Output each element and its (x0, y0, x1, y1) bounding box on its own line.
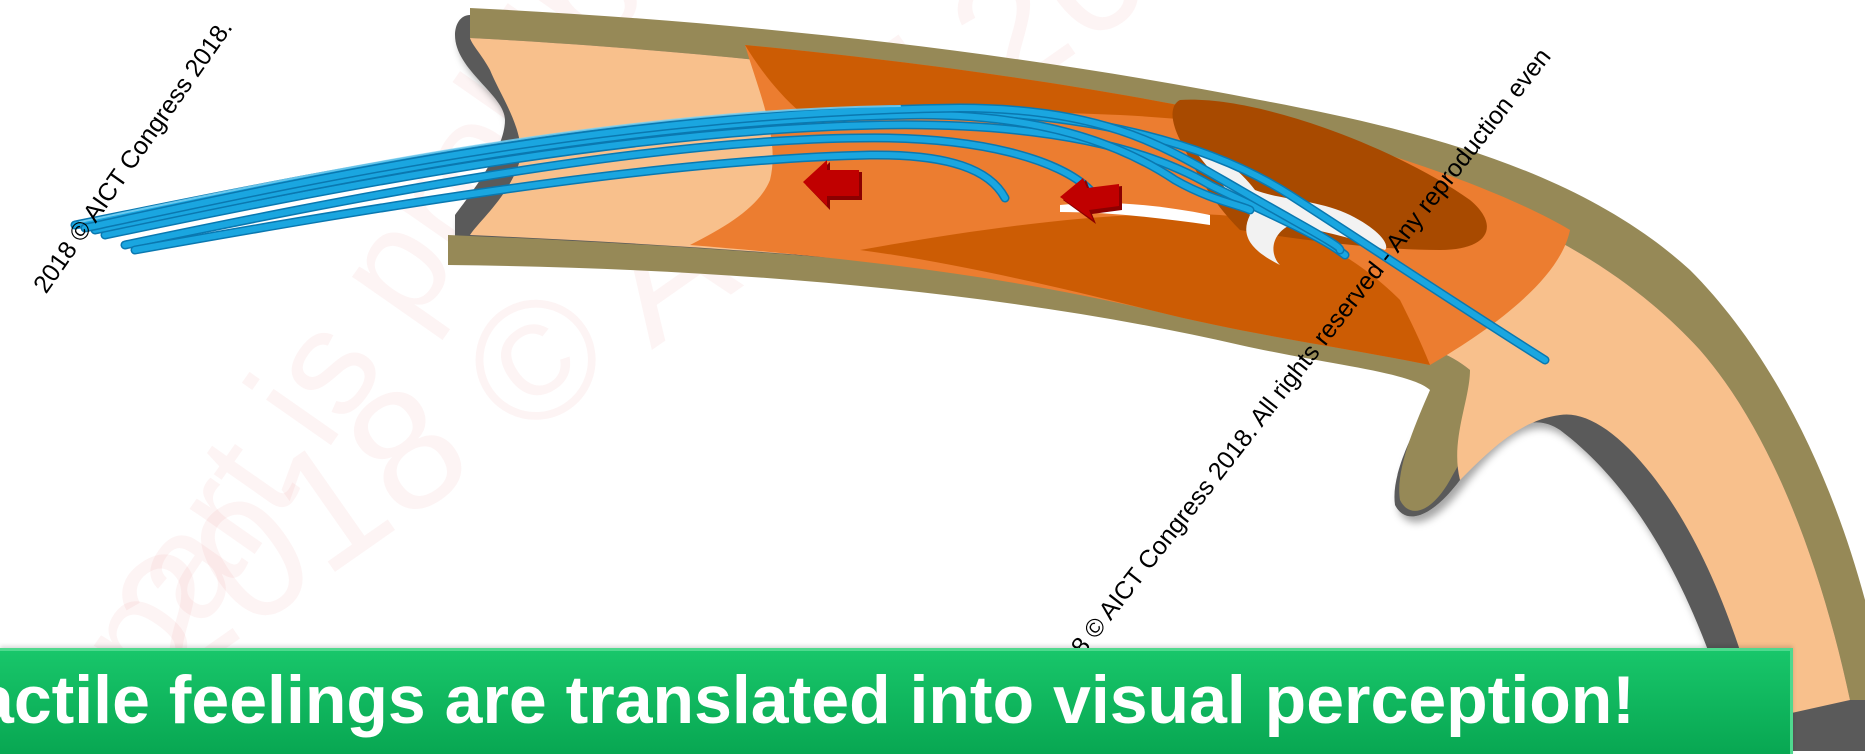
caption-text: actile feelings are translated into visu… (0, 661, 1635, 739)
caption-banner: actile feelings are translated into visu… (0, 648, 1793, 754)
